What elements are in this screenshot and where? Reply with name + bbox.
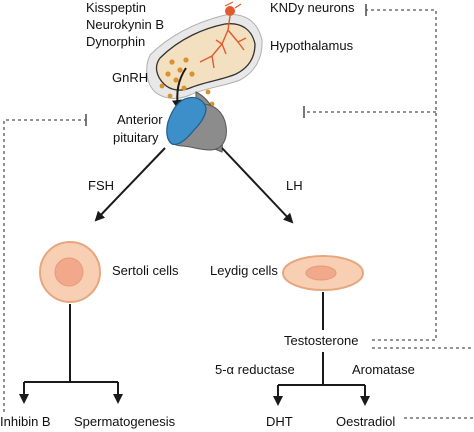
label-spermatogenesis: Spermatogenesis <box>74 414 176 429</box>
label-dynorphin: Dynorphin <box>86 34 146 49</box>
label-anterior: Anterior <box>117 112 163 127</box>
label-neurokynin-b: Neurokynin B <box>86 17 165 32</box>
label-dht: DHT <box>266 414 293 429</box>
label-leydig-cells: Leydig cells <box>210 263 278 278</box>
inhibition-bars <box>85 4 367 126</box>
fsh-arrow <box>94 147 166 222</box>
kndy-neuron-icon <box>199 1 247 69</box>
label-aromatase: Aromatase <box>352 362 415 377</box>
label-sertoli-cells: Sertoli cells <box>112 263 179 278</box>
label-lh: LH <box>286 178 303 193</box>
sertoli-output-tree <box>19 304 123 404</box>
label-fsh: FSH <box>88 178 114 193</box>
leydig-cell-icon <box>282 255 364 291</box>
sertoli-cell-icon <box>39 241 101 303</box>
label-oestradiol: Oestradiol <box>336 414 396 429</box>
pituitary-illustration <box>166 91 227 153</box>
feedback-lines <box>3 9 474 419</box>
label-testosterone: Testosterone <box>284 333 359 348</box>
lh-arrow <box>221 147 294 224</box>
label-inhibin-b: Inhibin B <box>0 414 51 429</box>
label-gnrh: GnRH <box>112 70 149 85</box>
label-kndy-neurons: KNDy neurons <box>270 0 355 15</box>
leydig-output-tree <box>273 292 370 406</box>
hypothalamus-illustration <box>146 1 263 110</box>
label-pituitary: pituitary <box>113 130 159 145</box>
label-kisspeptin: Kisspeptin <box>86 0 146 15</box>
label-5-alpha-reductase: 5-α reductase <box>215 362 295 377</box>
label-hypothalamus: Hypothalamus <box>270 38 354 53</box>
